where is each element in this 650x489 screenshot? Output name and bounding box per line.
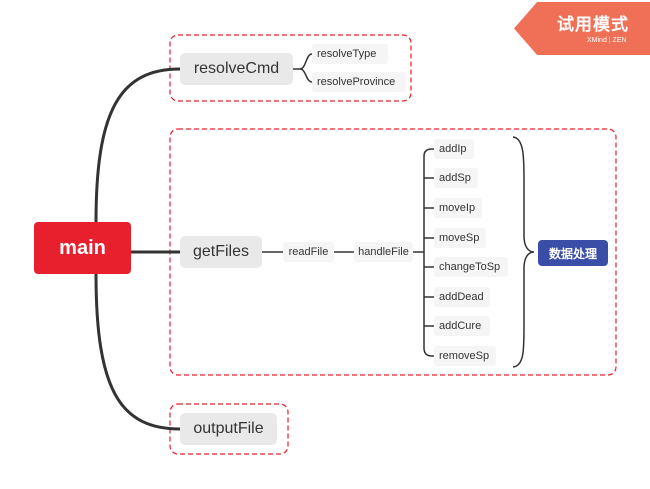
branch-main-resolvecmd <box>94 67 182 224</box>
subtopic-movesp[interactable]: moveSp <box>434 228 486 248</box>
branch-resolveprovince <box>299 68 313 83</box>
subtopic-addcure[interactable]: addCure <box>434 316 490 336</box>
subtopic-addip[interactable]: addIp <box>434 139 474 159</box>
subtopic-moveip[interactable]: moveIp <box>434 198 482 218</box>
subtopic-addsp[interactable]: addSp <box>434 168 478 188</box>
subtopic-resolveprovince[interactable]: resolveProvince <box>312 72 406 92</box>
summary-bracket <box>512 136 535 368</box>
subtopic-handlefile[interactable]: handleFile <box>354 242 413 262</box>
subtopic-removesp[interactable]: removeSp <box>434 346 496 366</box>
subtopic-changetosp[interactable]: changeToSp <box>434 257 508 277</box>
branch-resolvetype <box>293 53 313 70</box>
topic-resolvecmd[interactable]: resolveCmd <box>180 53 293 85</box>
subtopic-adddead[interactable]: addDead <box>434 287 490 307</box>
topic-getfiles[interactable]: getFiles <box>180 236 262 268</box>
subtopic-resolvetype[interactable]: resolveType <box>312 44 388 64</box>
topic-outputfile[interactable]: outputFile <box>180 413 277 445</box>
summary-data-processing[interactable]: 数据处理 <box>538 240 608 266</box>
branch-main-outputfile <box>94 272 182 431</box>
subtopic-readfile[interactable]: readFile <box>283 242 334 262</box>
trial-mode-badge[interactable] <box>514 2 650 55</box>
xmind-brand-label: XMind | ZEN <box>587 37 627 44</box>
trial-mode-label: 试用模式 <box>557 15 629 34</box>
branch-handlefile-children <box>413 148 434 357</box>
root-topic-main[interactable]: main <box>34 222 131 274</box>
